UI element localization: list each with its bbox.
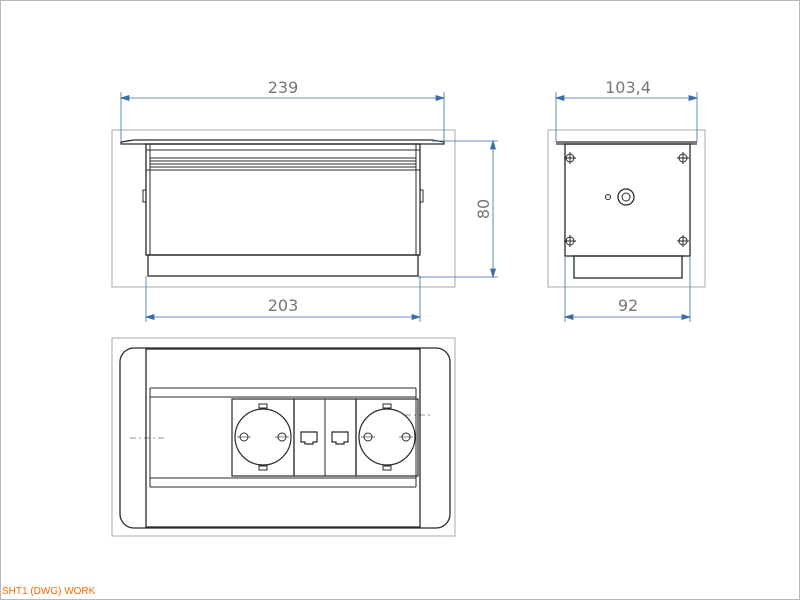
top-outer-flange: [119, 347, 451, 529]
dimension-front-inner-width: 203: [268, 296, 299, 315]
top-body: [145, 348, 421, 528]
rj45-port-icon: [331, 431, 349, 445]
network-ports: [293, 398, 357, 477]
side-body: [564, 143, 691, 257]
power-socket: [355, 398, 419, 477]
screw-hole: [564, 235, 576, 247]
dimensions: [119, 92, 699, 322]
dimension-front-height: 80: [474, 199, 493, 219]
front-view-frame: [111, 129, 456, 288]
top-view-frame: [111, 337, 456, 537]
side-base: [573, 255, 683, 279]
front-base: [147, 254, 419, 277]
side-connector: [605, 188, 635, 206]
screw-hole: [564, 152, 576, 164]
dimension-side-inner-width: 92: [618, 296, 638, 315]
side-view: [547, 129, 706, 288]
screw-hole: [677, 235, 689, 247]
side-view-frame: [547, 129, 706, 288]
front-view: [111, 129, 456, 288]
screw-hole: [677, 152, 689, 164]
rj45-port-icon: [300, 431, 318, 445]
top-view: [111, 337, 456, 537]
sheet-label: SHT1 (DWG) WORK: [2, 586, 96, 597]
power-socket: [231, 398, 295, 477]
dimension-side-width: 103,4: [605, 78, 651, 97]
dimension-front-width: 239: [268, 78, 299, 97]
